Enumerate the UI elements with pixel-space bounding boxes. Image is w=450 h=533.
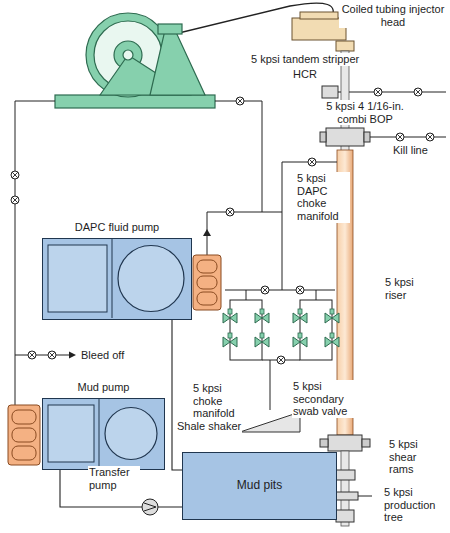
pump-part [105, 408, 157, 460]
callout-label: Kill line [392, 144, 429, 157]
callout-label: HCR [292, 68, 318, 81]
node-text: Mud pits [237, 479, 282, 493]
pump-part [48, 245, 107, 312]
pump-box: Mud pump [42, 398, 165, 470]
pipe-connector [172, 320, 182, 470]
callout-label: 5 kpsi shear rams [388, 438, 440, 476]
pump-symbol [43, 399, 163, 468]
callout-label: 5 kpsi 4 1/16-in. combi BOP [316, 100, 414, 125]
callout-label: 5 kpsi production tree [383, 486, 447, 524]
callout-label: 5 kpsi choke manifold [192, 382, 248, 420]
node-heading: DAPC fluid pump [23, 221, 211, 234]
callout-label: Coiled tubing injector head [339, 3, 447, 28]
callout-label: Shale shaker [176, 420, 242, 433]
node-heading: Mud pump [23, 381, 184, 394]
callout-label: Bleed off [80, 349, 125, 362]
callout-label: 5 kpsi secondary swab valve [292, 380, 360, 418]
callout-label: 5 kpsi tandem stripper [250, 53, 360, 66]
pit-box: Mud pits [182, 452, 337, 520]
callout-label: 5 kpsi DAPC choke manifold [296, 172, 350, 223]
callout-label: 5 kpsi riser [384, 276, 428, 301]
pump-part [99, 399, 100, 468]
pump-part [48, 405, 94, 462]
pump-part [112, 239, 113, 318]
pump-symbol [43, 239, 190, 318]
callout-label: Transfer pump [88, 466, 140, 491]
pump-part [118, 246, 184, 312]
pump-box: DAPC fluid pump [42, 238, 192, 320]
